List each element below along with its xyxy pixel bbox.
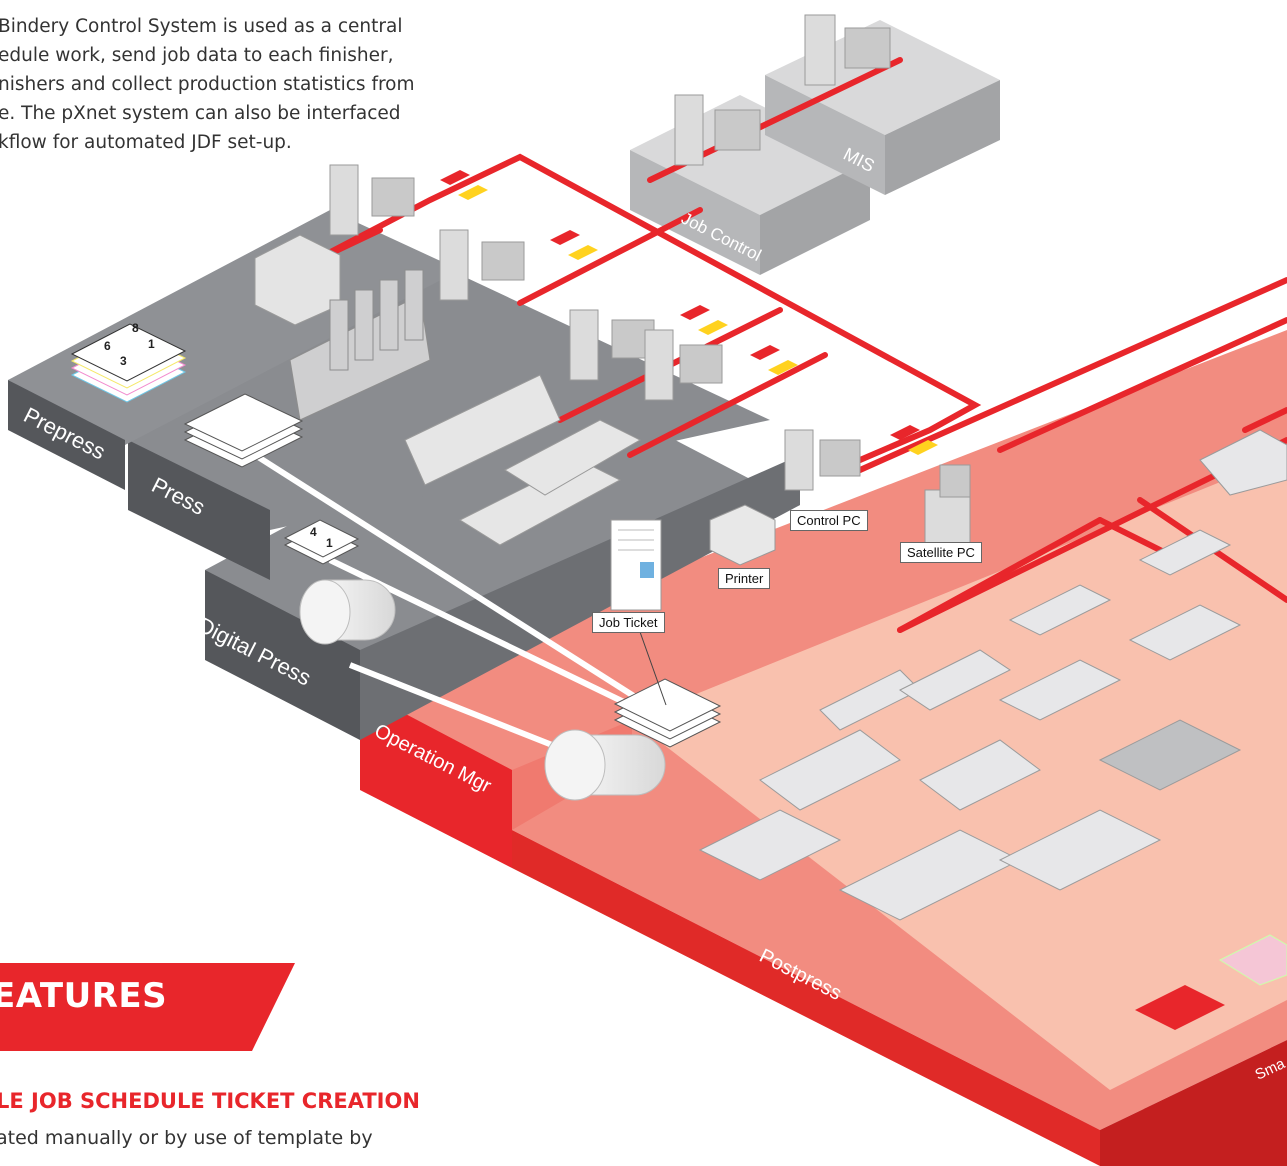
satellite-pc-label: Satellite PC	[900, 542, 982, 563]
booklet-pink	[1218, 934, 1287, 986]
sheet-number: 3	[120, 354, 127, 368]
sheet-number: 6	[104, 339, 111, 353]
postpress-machines	[698, 429, 1287, 921]
press-platform	[128, 270, 770, 580]
digital-press-machines	[404, 374, 642, 546]
paper-roll-2	[544, 729, 666, 801]
intro-line: kflow for automated JDF set-up.	[0, 132, 292, 153]
computer-stations	[329, 14, 971, 551]
intro-paragraph: Bindery Control System is used as a cent…	[0, 12, 478, 157]
intro-line: nishers and collect production statistic…	[0, 74, 415, 95]
press-sheets	[183, 393, 304, 468]
paper-roll-1	[299, 579, 396, 645]
features-banner	[0, 963, 295, 1051]
sheet-number: 1	[326, 536, 333, 550]
feature-body: ated manually or by use of template by	[0, 1127, 373, 1149]
digital-sheets	[283, 519, 360, 565]
offset-press	[289, 269, 431, 421]
jdf-jmf-tokens	[440, 170, 938, 455]
printer-device	[709, 504, 776, 566]
merged-sheets	[613, 678, 722, 748]
sheet-number: 8	[132, 321, 139, 335]
booklet-red	[1135, 985, 1225, 1030]
sheet-number: 4	[310, 525, 317, 539]
intro-line: edule work, send job data to each finish…	[0, 45, 394, 66]
intro-line: e. The pXnet system can also be interfac…	[0, 103, 401, 124]
job-ticket-document	[610, 519, 667, 706]
intro-line: Bindery Control System is used as a cent…	[0, 16, 403, 37]
prepress-sheets	[70, 323, 187, 403]
control-pc-label: Control PC	[790, 510, 868, 531]
job-ticket-label: Job Ticket	[592, 612, 665, 633]
sheet-number: 1	[148, 337, 155, 351]
features-title: EATURES	[0, 976, 168, 1016]
feature-heading: LE JOB SCHEDULE TICKET CREATION	[0, 1089, 420, 1113]
printer-label: Printer	[718, 568, 771, 589]
